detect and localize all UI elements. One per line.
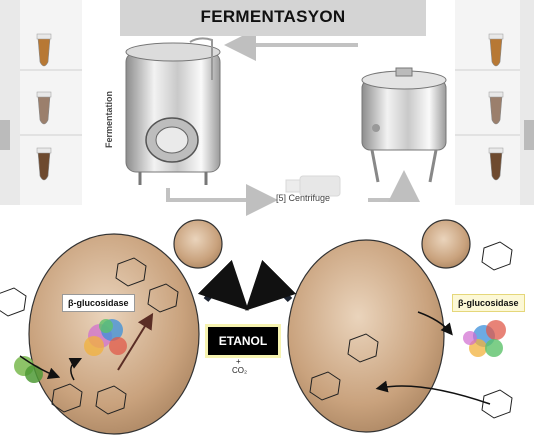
enzyme-label-right: β-glucosidase	[452, 294, 525, 312]
test-tube-icon	[36, 147, 52, 181]
enzyme-protein-icon	[84, 319, 127, 356]
etanol-label: ETANOL	[208, 327, 278, 355]
glucose-ring-icon	[0, 241, 513, 419]
curved-arrow-icon	[197, 259, 249, 311]
test-tube-icon	[488, 33, 504, 67]
fermentation-label: Fermentation	[104, 91, 114, 148]
centrifuge-machine-icon	[285, 175, 341, 197]
test-tube-icon	[36, 91, 52, 125]
enzyme-protein-icon	[14, 356, 43, 383]
reaction-arrow	[417, 311, 453, 336]
co2-label: CO₂	[232, 366, 248, 375]
enzyme-label-left: β-glucosidase	[62, 294, 135, 312]
test-tube-icon	[488, 147, 504, 181]
yeast-cell-left	[28, 219, 223, 435]
fermentation-tank-icon	[125, 37, 221, 185]
curved-arrow-icon	[245, 259, 297, 311]
centrifuge-tank-icon	[361, 67, 447, 183]
svg-text:Fermentation: Fermentation	[104, 91, 114, 148]
page-title: FERMENTASYON	[200, 7, 346, 26]
title-bar	[120, 0, 426, 36]
yeast-cell-right	[287, 219, 471, 433]
centrifuge-label: [5] Centrifuge	[276, 193, 331, 203]
flow-arrow	[166, 184, 278, 216]
test-tube-icon	[36, 33, 52, 67]
flow-arrow	[368, 170, 420, 202]
reaction-arrow	[19, 355, 61, 379]
reaction-arrow	[68, 357, 83, 381]
plus-sign: +	[236, 357, 241, 366]
test-tube-icon	[488, 91, 504, 125]
reaction-arrow	[375, 380, 491, 405]
reaction-arrow	[117, 312, 154, 371]
enzyme-protein-icon	[463, 320, 506, 357]
